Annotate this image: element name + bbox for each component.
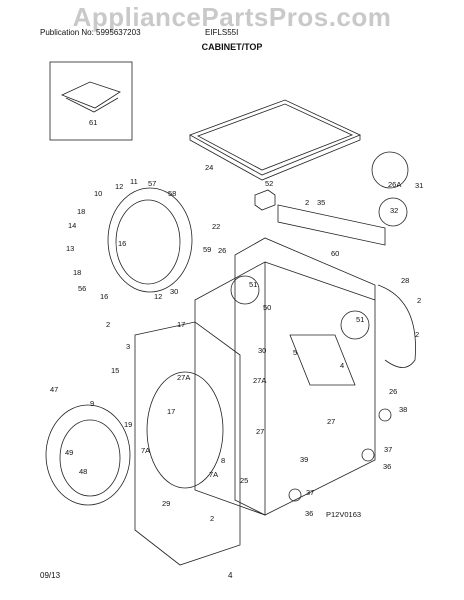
- callout-label: 14: [68, 221, 76, 230]
- cabinet-brace: [264, 261, 376, 301]
- callout-label: 61: [89, 118, 97, 127]
- callout-label: 10: [94, 189, 102, 198]
- callout-label: 27: [327, 417, 335, 426]
- callout-label: 47: [50, 385, 58, 394]
- callout-label: 4: [340, 361, 344, 370]
- callout-label: 24: [205, 163, 213, 172]
- callout-label: 27A: [253, 376, 266, 385]
- foot-right: [361, 448, 375, 462]
- callout-label: 30: [170, 287, 178, 296]
- callout-label: 26: [218, 246, 226, 255]
- callout-label: 39: [300, 455, 308, 464]
- side-cover: [377, 284, 416, 368]
- part-block: [254, 189, 276, 211]
- callout-label: 18: [73, 268, 81, 277]
- diagram-code: P12V0163: [326, 510, 361, 519]
- callout-label: 12: [154, 292, 162, 301]
- section-title: CABINET/TOP: [201, 42, 263, 52]
- publication-number: Publication No: 5995637203: [40, 28, 141, 37]
- callout-label: 2: [305, 198, 309, 207]
- callout-label: 25: [240, 476, 248, 485]
- front-panel-opening: [146, 371, 224, 489]
- callout-label: 56: [78, 284, 86, 293]
- detail-circle-32: [378, 197, 408, 227]
- gasket-inner: [115, 199, 181, 285]
- callout-label: 7A: [141, 446, 150, 455]
- callout-label: 30: [258, 346, 266, 355]
- callout-label: 12: [115, 182, 123, 191]
- detail-circle-51-left: [230, 275, 260, 305]
- callout-label: 37: [306, 488, 314, 497]
- callout-label: 2: [106, 320, 110, 329]
- callout-label: 8: [221, 456, 225, 465]
- top-panel-edge: [189, 135, 361, 181]
- callout-label: 37: [384, 445, 392, 454]
- inset-box: [49, 61, 133, 141]
- inset-part-drawing: [60, 81, 121, 113]
- cabinet-side: [194, 261, 266, 516]
- callout-label: 27: [256, 427, 264, 436]
- callout-label: 16: [118, 239, 126, 248]
- callout-label: 57: [148, 179, 156, 188]
- callout-label: 50: [263, 303, 271, 312]
- callout-label: 9: [90, 399, 94, 408]
- callout-label: 11: [130, 177, 138, 186]
- callout-label: 2: [415, 330, 419, 339]
- callout-label: 38: [399, 405, 407, 414]
- door-outer: [45, 404, 131, 506]
- model-number: EIFLS55I: [205, 28, 239, 37]
- detail-circle-51-right: [340, 310, 370, 340]
- front-panel: [134, 321, 241, 566]
- callout-label: 52: [265, 179, 273, 188]
- callout-label: 48: [79, 467, 87, 476]
- callout-label: 51: [356, 315, 364, 324]
- callout-label: 18: [77, 207, 85, 216]
- callout-label: 36: [305, 509, 313, 518]
- rear-bracket: [277, 204, 386, 246]
- callout-label: 60: [331, 249, 339, 258]
- callout-label: 59: [203, 245, 211, 254]
- foot-rear: [378, 408, 392, 422]
- callout-label: 32: [390, 206, 398, 215]
- callout-label: 36: [383, 462, 391, 471]
- callout-label: 7A: [209, 470, 218, 479]
- callout-label: 26A: [388, 180, 401, 189]
- callout-label: 51: [249, 280, 257, 289]
- callout-label: 22: [212, 222, 220, 231]
- detail-circle-top: [371, 151, 409, 189]
- callout-label: 29: [162, 499, 170, 508]
- callout-label: 35: [317, 198, 325, 207]
- callout-label: 27A: [177, 373, 190, 382]
- door-glass: [59, 419, 121, 497]
- callout-label: 15: [111, 366, 119, 375]
- callout-label: 13: [66, 244, 74, 253]
- callout-label: 28: [401, 276, 409, 285]
- callout-label: 3: [126, 342, 130, 351]
- callout-label: 2: [417, 296, 421, 305]
- callout-label: 2: [210, 514, 214, 523]
- callout-label: 26: [389, 387, 397, 396]
- footer-date: 09/13: [40, 571, 61, 580]
- callout-label: 31: [415, 181, 423, 190]
- gasket-outer: [107, 187, 193, 293]
- callout-label: 5: [293, 348, 297, 357]
- callout-label: 16: [100, 292, 108, 301]
- callout-label: 19: [124, 420, 132, 429]
- watermark: AppliancePartsPros.com: [72, 2, 392, 32]
- callout-label: 17: [167, 407, 175, 416]
- top-panel-inner: [197, 103, 354, 171]
- callout-label: 17: [177, 320, 185, 329]
- control-box: [289, 334, 356, 386]
- callout-label: 58: [168, 189, 176, 198]
- foot-left: [288, 488, 302, 502]
- top-panel: [189, 99, 361, 176]
- callout-label: 49: [65, 448, 73, 457]
- callout-labels: 61 24 52 26A 31 32 2 35 10 12 11 57 58 1…: [50, 118, 423, 523]
- cabinet-frame: [234, 237, 376, 516]
- page-number: 4: [228, 571, 233, 580]
